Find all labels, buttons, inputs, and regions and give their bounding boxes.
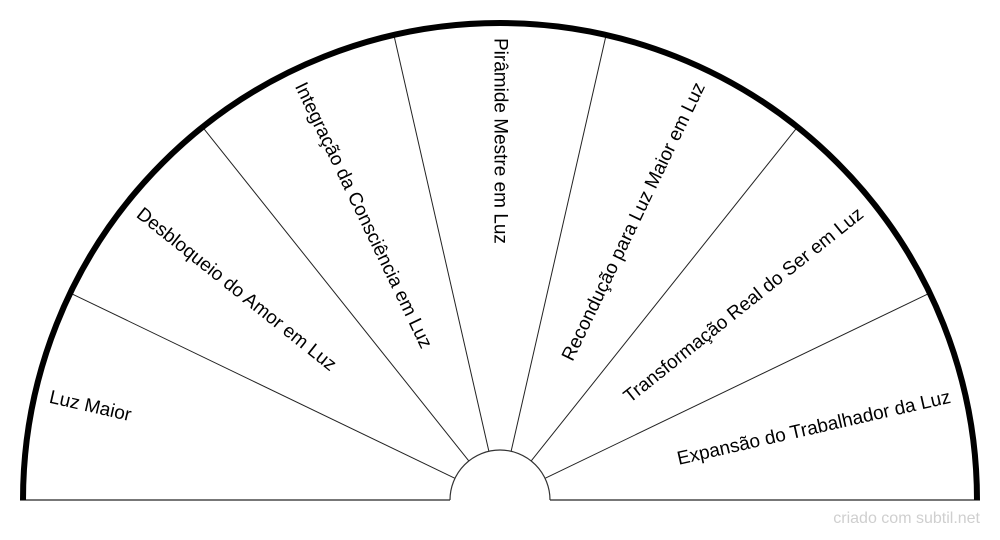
segment-label: Integração da Consciência em Luz — [290, 79, 436, 352]
segment-label: Recondução para Luz Maior em Luz — [558, 79, 710, 364]
outer-arc — [20, 20, 980, 501]
watermark: criado com subtil.net — [833, 510, 980, 527]
segment-divider — [203, 128, 470, 462]
segment-label: Desbloqueio do Amor em Luz — [132, 204, 340, 376]
segment-divider — [393, 36, 490, 452]
segment-label: Pirâmide Mestre em Luz — [490, 38, 511, 244]
inner-arc — [449, 449, 551, 501]
segment-label: Transformação Real do Ser em Luz — [620, 204, 868, 408]
segment-divider — [530, 128, 797, 462]
segment-divider — [544, 293, 929, 479]
segment-label: Expansão do Trabalhador da Luz — [675, 387, 953, 470]
segment-dividers — [71, 36, 929, 479]
segment-divider — [71, 293, 456, 479]
segment-label: Luz Maior — [47, 387, 134, 426]
segment-divider — [510, 36, 607, 452]
